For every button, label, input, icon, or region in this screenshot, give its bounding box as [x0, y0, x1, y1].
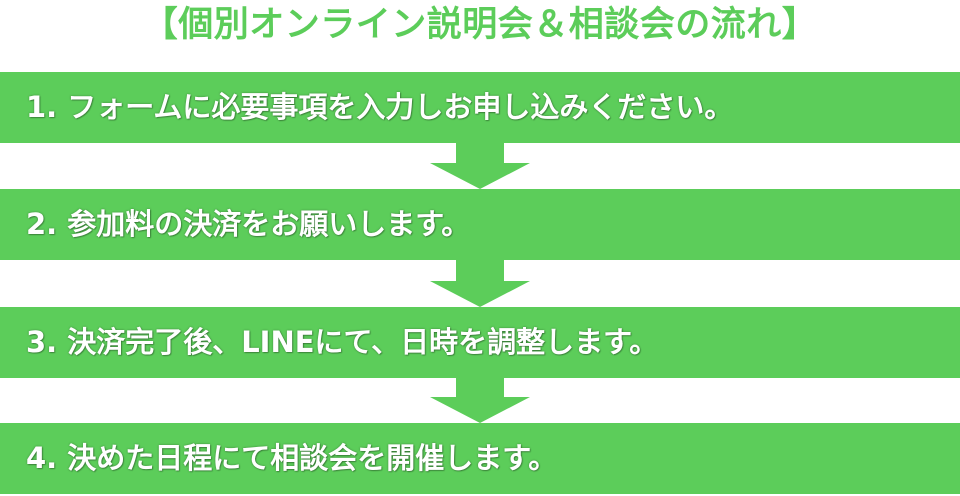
step-4-text: 決めた日程にて相談会を開催します。 [67, 441, 558, 475]
step-4-number: 4. [26, 441, 58, 475]
step-2-text: 参加料の決済をお願いします。 [67, 207, 471, 241]
step-1-banner: 1. フォームに必要事項を入力しお申し込みください。 [0, 72, 960, 143]
step-2-banner: 2. 参加料の決済をお願いします。 [0, 189, 960, 260]
step-3-number: 3. [26, 325, 58, 359]
step-3-text: 決済完了後、LINEにて、日時を調整します。 [67, 325, 659, 359]
step-4-banner: 4. 決めた日程にて相談会を開催します。 [0, 423, 960, 494]
arrow-down-icon [430, 143, 530, 189]
arrow-down-icon [430, 378, 530, 423]
step-1-number: 1. [26, 90, 58, 124]
step-2-number: 2. [26, 207, 58, 241]
page-title: 【個別オンライン説明会＆相談会の流れ】 [142, 5, 818, 45]
step-3-banner: 3. 決済完了後、LINEにて、日時を調整します。 [0, 307, 960, 378]
step-1-text: フォームに必要事項を入力しお申し込みください。 [67, 90, 734, 124]
arrow-down-icon [430, 260, 530, 307]
